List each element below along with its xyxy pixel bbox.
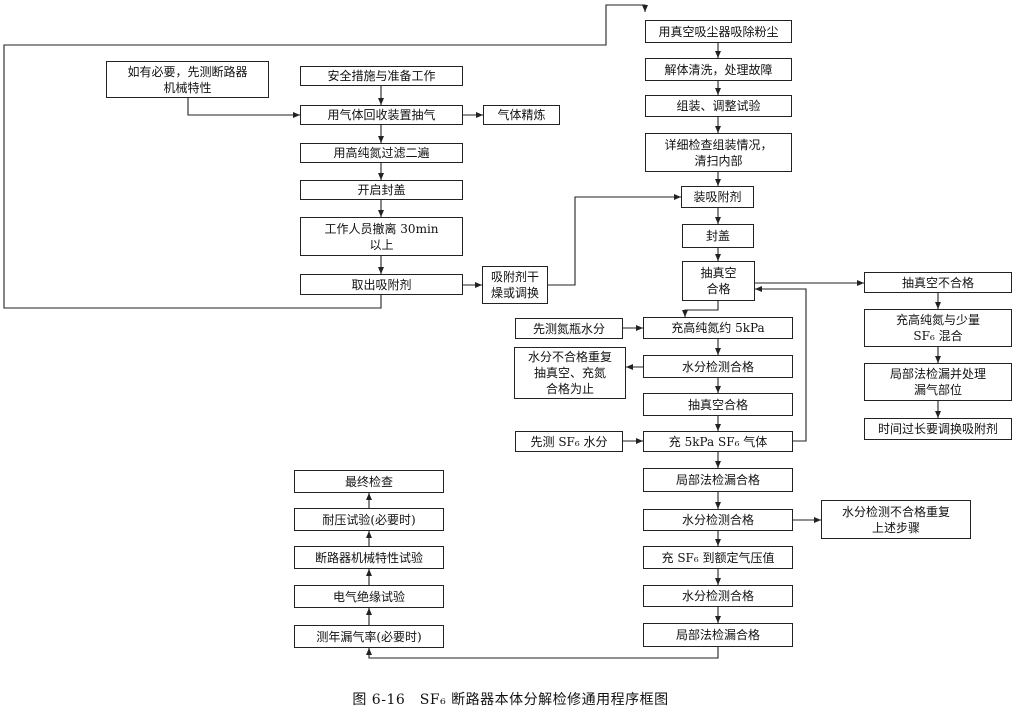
box-insulation-test: 电气绝缘试验 (294, 585, 444, 608)
box-test-sf6-moisture: 先测 SF₆ 水分 (515, 431, 623, 452)
box-disassemble-clean: 解体清洗，处理故障 (645, 58, 792, 81)
box-test-n2-moisture: 先测氮瓶水分 (515, 318, 623, 339)
box-inspect-clean: 详细检查组装情况， 清扫内部 (645, 133, 792, 172)
box-moisture-ok-2: 水分检测合格 (643, 509, 793, 531)
box-n2-filter: 用高纯氮过滤二遍 (300, 143, 463, 163)
box-precheck-mechanical: 如有必要，先测断路器 机械特性 (106, 61, 269, 98)
box-fill-sf6-5kpa: 充 5kPa SF₆ 气体 (643, 431, 793, 452)
box-local-leak-fix: 局部法检漏并处理 漏气部位 (864, 363, 1012, 401)
box-annual-leak-rate: 测年漏气率(必要时) (294, 625, 444, 648)
box-withstand-test: 耐压试验(必要时) (294, 508, 444, 531)
box-adsorbent-dry: 吸附剂干 燥或调换 (482, 266, 548, 304)
arrow-sf6fill-loop-to-vacuumok (755, 286, 807, 442)
box-open-cover: 开启封盖 (300, 180, 463, 200)
box-remove-adsorbent: 取出吸附剂 (300, 274, 463, 295)
box-vacuum-fail: 抽真空不合格 (864, 272, 1012, 293)
box-fill-n2-5kpa: 充高纯氮约 5kPa (643, 317, 793, 339)
box-vacuum-ok: 抽真空 合格 (682, 261, 755, 301)
box-seal-cover: 封盖 (682, 224, 754, 248)
box-moisture-fail-repeat-2: 水分检测不合格重复 上述步骤 (821, 500, 971, 539)
box-assemble-test: 组装、调整试验 (645, 95, 792, 117)
arrow-vacuumok-down (682, 301, 719, 317)
box-moisture-fail-repeat: 水分不合格重复 抽真空、充氮 合格为止 (514, 347, 626, 399)
box-safety-preparation: 安全措施与准备工作 (300, 66, 463, 86)
box-moisture-ok-1: 水分检测合格 (643, 355, 793, 378)
figure-caption: 图 6-16 SF₆ 断路器本体分解检修通用程序框图 (352, 692, 669, 708)
box-evacuate-staff: 工作人员撤离 30min 以上 (300, 217, 463, 256)
box-leak-ok-1: 局部法检漏合格 (643, 468, 793, 492)
box-leak-ok-2: 局部法检漏合格 (643, 623, 793, 647)
box-final-check: 最终检查 (294, 470, 444, 493)
box-gas-recovery: 用气体回收装置抽气 (300, 105, 463, 125)
box-fill-n2-sf6-mix: 充高纯氮与少量 SF₆ 混合 (864, 309, 1012, 347)
arrow-remove-to-vacuumdust (3, 4, 648, 309)
box-long-time-replace: 时间过长要调换吸附剂 (864, 418, 1012, 440)
box-install-adsorbent: 装吸附剂 (681, 186, 754, 208)
arrow-precheck-to-recovery (187, 98, 300, 118)
box-fill-sf6-rated: 充 SF₆ 到额定气压值 (643, 546, 793, 569)
box-mechanical-test: 断路器机械特性试验 (294, 546, 444, 569)
box-vacuum-dust: 用真空吸尘器吸除粉尘 (645, 20, 792, 43)
arrow-leak2-to-annual (366, 647, 719, 659)
box-moisture-ok-3: 水分检测合格 (643, 585, 793, 607)
arrow-dry-to-install (548, 194, 681, 286)
box-vacuum-ok-2: 抽真空合格 (643, 393, 793, 416)
box-gas-refine: 气体精炼 (483, 105, 560, 125)
